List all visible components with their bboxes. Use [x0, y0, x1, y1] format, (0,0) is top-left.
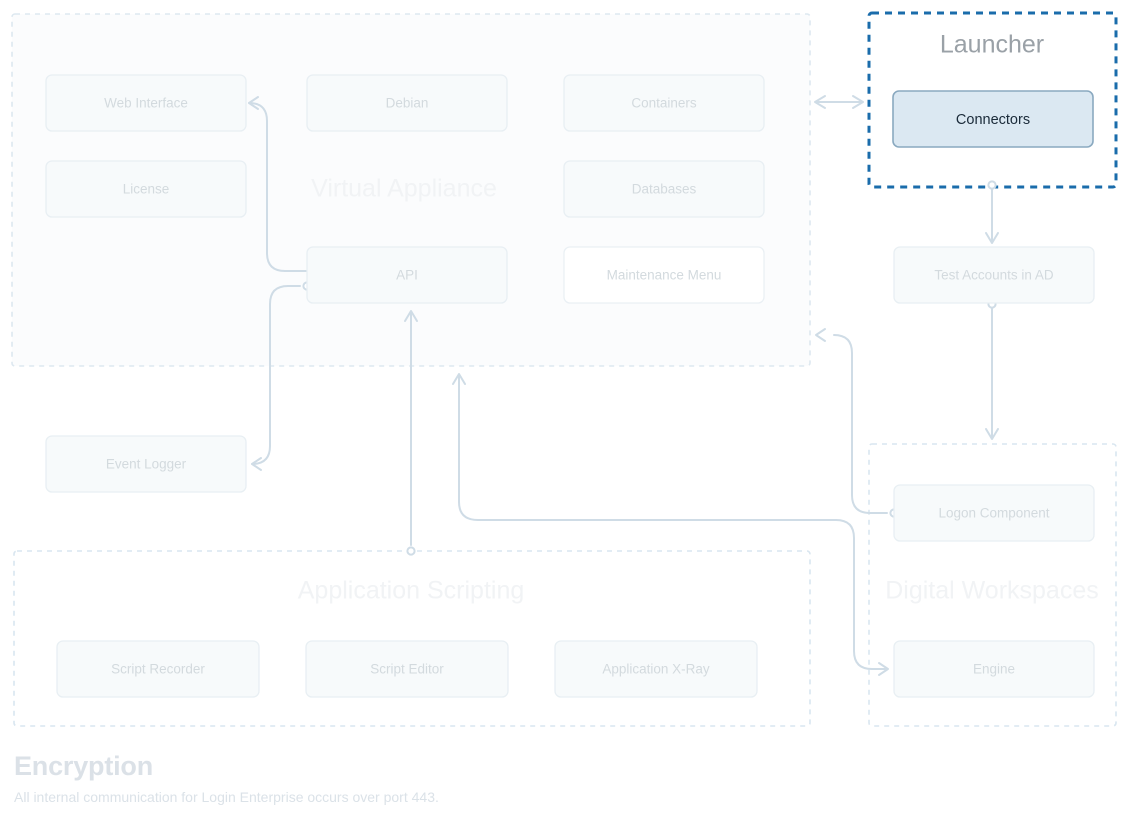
node-containers-box: [563, 74, 765, 132]
node-license-label: License: [123, 182, 170, 197]
node-script-editor-label: Script Editor: [370, 662, 444, 677]
node-test-accounts-in-ad-label: Test Accounts in AD: [934, 268, 1054, 283]
zone-application-scripting[interactable]: Application Scripting: [13, 550, 811, 727]
zone-virtual-appliance-title: Virtual Appliance: [311, 175, 497, 203]
connector-application-scripting-to-api: [404, 310, 418, 556]
node-maintenance-menu-label: Maintenance Menu: [607, 268, 722, 283]
node-engine[interactable]: Engine: [893, 640, 1095, 698]
footer-description: All internal communication for Login Ent…: [14, 788, 439, 805]
node-test-accounts-in-ad[interactable]: Test Accounts in AD: [893, 246, 1095, 304]
node-event-logger-box: [45, 435, 247, 493]
connector-virtual-appliance-to-launcher: [814, 95, 864, 109]
node-logon-component-box: [893, 484, 1095, 542]
node-engine-box: [893, 640, 1095, 698]
node-event-logger[interactable]: Event Logger: [45, 435, 247, 493]
node-api-label: API: [396, 268, 418, 283]
node-databases-box: [563, 160, 765, 218]
node-application-x-ray-label: Application X-Ray: [602, 662, 710, 677]
node-connectors-label: Connectors: [956, 112, 1030, 128]
node-connectors[interactable]: Connectors: [892, 90, 1094, 148]
zone-launcher-title: Launcher: [940, 31, 1044, 59]
zone-digital-workspaces-title: Digital Workspaces: [885, 577, 1099, 605]
node-script-recorder-label: Script Recorder: [111, 662, 205, 677]
connector-api-to-web-interface: [248, 96, 308, 272]
node-test-accounts-in-ad-box: [893, 246, 1095, 304]
node-script-recorder[interactable]: Script Recorder: [56, 640, 260, 698]
node-maintenance-menu-box: [563, 246, 765, 304]
node-web-interface[interactable]: Web Interface: [45, 74, 247, 132]
connector-scripting-to-virtual-appliance: [452, 373, 837, 521]
node-script-editor-box: [305, 640, 509, 698]
port-dot-launcher-bottom: [987, 180, 997, 190]
node-debian-box: [306, 74, 508, 132]
node-containers[interactable]: Containers: [563, 74, 765, 132]
node-license[interactable]: License: [45, 160, 247, 218]
port-dot-application-scripting-top: [406, 546, 416, 556]
node-application-x-ray-box: [554, 640, 758, 698]
node-engine-label: Engine: [973, 662, 1015, 677]
node-databases-label: Databases: [632, 182, 697, 197]
footer-title: Encryption: [14, 751, 154, 781]
node-web-interface-box: [45, 74, 247, 132]
node-event-logger-label: Event Logger: [106, 457, 187, 472]
connector-logon-component-to-engine: [835, 519, 889, 676]
node-maintenance-menu[interactable]: Maintenance Menu: [563, 246, 765, 304]
node-api[interactable]: API: [306, 246, 508, 304]
zone-application-scripting-title: Application Scripting: [298, 577, 525, 605]
node-web-interface-label: Web Interface: [104, 96, 188, 111]
footer-section: Encryption All internal communication fo…: [14, 751, 1114, 806]
node-connectors-box: [892, 90, 1094, 148]
connector-test-accounts-to-digital-workspaces: [985, 299, 999, 440]
node-api-box: [306, 246, 508, 304]
node-logon-component[interactable]: Logon Component: [893, 484, 1095, 542]
node-logon-component-label: Logon Component: [938, 506, 1049, 521]
node-script-editor[interactable]: Script Editor: [305, 640, 509, 698]
connector-launcher-to-test-accounts: [985, 180, 999, 244]
node-license-box: [45, 160, 247, 218]
node-databases[interactable]: Databases: [563, 160, 765, 218]
node-containers-label: Containers: [631, 96, 697, 111]
node-application-x-ray[interactable]: Application X-Ray: [554, 640, 758, 698]
node-debian-label: Debian: [386, 96, 429, 111]
node-debian[interactable]: Debian: [306, 74, 508, 132]
node-script-recorder-box: [56, 640, 260, 698]
